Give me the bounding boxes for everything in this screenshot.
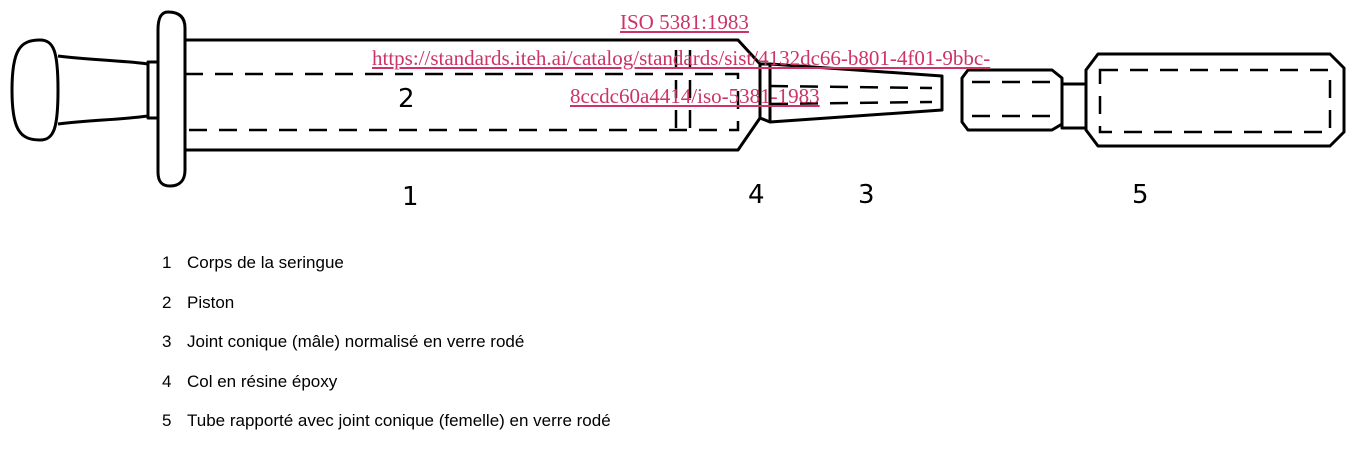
legend-list: 1 Corps de la seringue 2 Piston 3 Joint con… bbox=[162, 253, 611, 451]
piston-head-hidden bbox=[674, 50, 692, 136]
plunger-collar bbox=[146, 60, 160, 120]
legend-item: 2 Piston bbox=[162, 293, 611, 333]
legend-text: Tube rapporté avec joint conique (femell… bbox=[187, 411, 611, 430]
tube-neck bbox=[1060, 82, 1088, 130]
socket-inner-hidden bbox=[972, 80, 1050, 118]
syringe-svg bbox=[10, 10, 1346, 188]
legend-item: 4 Col en résine époxy bbox=[162, 372, 611, 412]
plunger-knob bbox=[10, 38, 60, 142]
syringe-flange bbox=[156, 10, 187, 188]
syringe-drawing bbox=[0, 0, 1351, 215]
watermark-url-line2[interactable]: 8ccdc60a4414/iso-5381-1983 bbox=[570, 84, 820, 108]
legend-item: 3 Joint conique (mâle) normalisé en verre… bbox=[162, 332, 611, 372]
legend-item: 1 Corps de la seringue bbox=[162, 253, 611, 293]
legend-text: Col en résine époxy bbox=[187, 371, 338, 391]
legend-number: 3 bbox=[162, 332, 172, 351]
legend-text: Piston bbox=[187, 292, 235, 312]
callout-5: 5 bbox=[1132, 180, 1149, 210]
watermark-url-line1[interactable]: https://standards.iteh.ai/catalog/standa… bbox=[372, 46, 991, 70]
syringe-barrel bbox=[185, 38, 762, 152]
plunger-neck bbox=[57, 54, 150, 126]
female-tube-socket bbox=[960, 68, 1064, 132]
legend-number: 5 bbox=[162, 411, 172, 430]
tube-body bbox=[1084, 52, 1346, 148]
callout-2: 2 bbox=[398, 84, 415, 114]
callout-4: 4 bbox=[748, 180, 765, 210]
legend-number: 1 bbox=[162, 253, 172, 272]
tube-inner-hidden bbox=[1098, 68, 1332, 134]
callout-1: 1 bbox=[402, 182, 419, 212]
callout-3: 3 bbox=[858, 180, 875, 210]
legend-number: 2 bbox=[162, 292, 172, 312]
piston-hidden-line bbox=[185, 72, 740, 132]
bore-hidden-line bbox=[769, 84, 933, 106]
watermark-standard-number[interactable]: ISO 5381:1983 bbox=[620, 10, 749, 34]
legend-text: Joint conique (mâle) normalisé en verre … bbox=[187, 332, 525, 351]
male-cone-joint bbox=[759, 62, 944, 124]
legend-text: Corps de la seringue bbox=[187, 253, 344, 272]
legend-item: 5 Tube rapporté avec joint conique (femel… bbox=[162, 411, 611, 451]
legend-number: 4 bbox=[162, 371, 172, 391]
